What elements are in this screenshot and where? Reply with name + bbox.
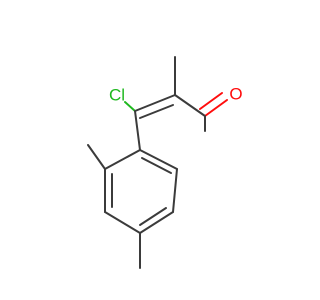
- bond-c1-o-a: [204, 99, 228, 117]
- bond-c1-o-b: [199, 92, 223, 110]
- ring-bond-1: [139, 149, 178, 170]
- ring-bond-3: [139, 211, 174, 234]
- bond-c2-c1: [174, 94, 206, 117]
- ring-inner-bond-1: [141, 157, 172, 174]
- ring-bond-4: [104, 211, 141, 234]
- bond-c3-c2: [134, 94, 176, 112]
- bond-ortho-methyl: [87, 144, 106, 170]
- molecule-structure: Cl O: [87, 56, 243, 269]
- bond-c3-c2-second: [139, 104, 174, 119]
- ring-bond-6: [104, 149, 141, 170]
- ring-inner-bond-2: [139, 207, 167, 226]
- chlorine-label: Cl: [109, 85, 125, 104]
- oxygen-label: O: [229, 84, 242, 103]
- bond-c3-cl: [124, 101, 136, 112]
- ring-bond-2: [172, 168, 178, 213]
- bond-c3-ring: [134, 110, 141, 151]
